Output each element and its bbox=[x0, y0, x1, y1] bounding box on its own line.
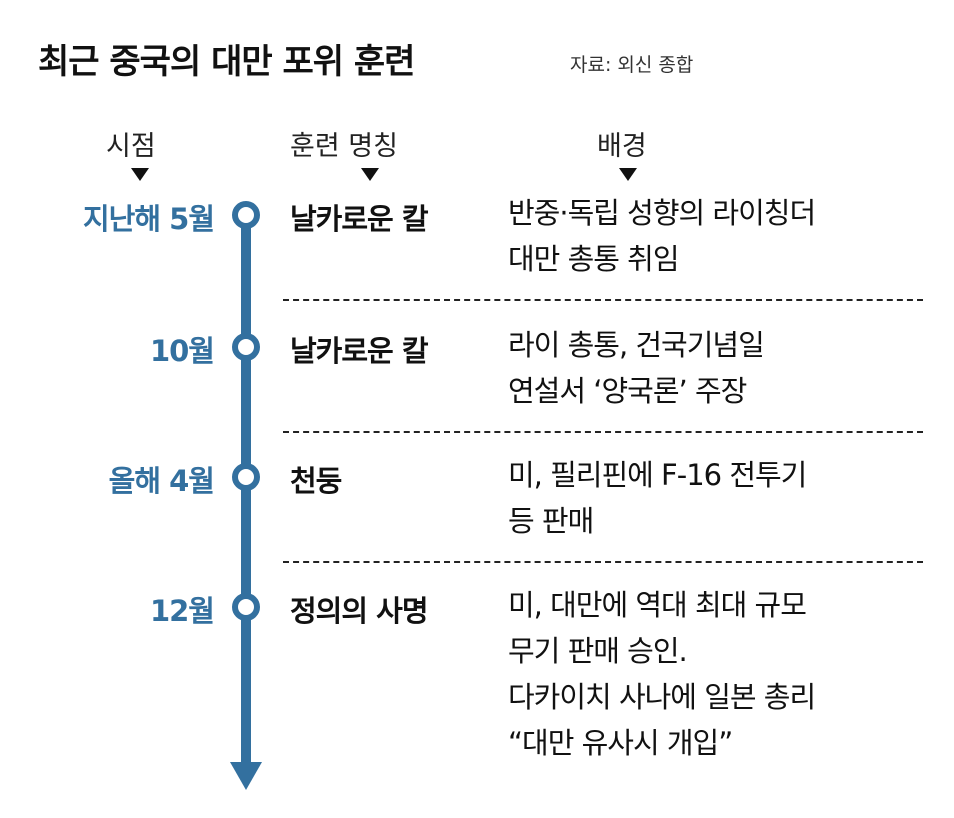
timeline-dot bbox=[232, 333, 260, 361]
desc-line: 연설서 ‘양국론’ 주장 bbox=[508, 374, 747, 408]
event-date: 10월 bbox=[149, 334, 215, 368]
desc-line: 등 판매 bbox=[508, 504, 594, 538]
header-background: 배경 bbox=[597, 131, 647, 162]
header-name: 훈련 명칭 bbox=[290, 131, 398, 162]
down-arrow-icon bbox=[361, 168, 379, 181]
desc-line: 대만 총통 취임 bbox=[508, 242, 680, 276]
event-date: 지난해 5월 bbox=[83, 202, 215, 236]
event-background: 라이 총통, 건국기념일 연설서 ‘양국론’ 주장 bbox=[508, 322, 765, 414]
source-note: 자료: 외신 종합 bbox=[570, 54, 694, 76]
event-background: 미, 대만에 역대 최대 규모 무기 판매 승인. 다카이치 사나에 일본 총리… bbox=[508, 582, 816, 766]
timeline-dot bbox=[232, 201, 260, 229]
desc-line: 미, 필리핀에 F-16 전투기 bbox=[508, 458, 807, 492]
header-date: 시점 bbox=[106, 131, 156, 162]
desc-line: “대만 유사시 개입” bbox=[508, 726, 733, 760]
event-date: 올해 4월 bbox=[108, 464, 215, 498]
event-background: 미, 필리핀에 F-16 전투기 등 판매 bbox=[508, 452, 807, 544]
desc-line: 미, 대만에 역대 최대 규모 bbox=[508, 588, 807, 622]
desc-line: 라이 총통, 건국기념일 bbox=[508, 328, 765, 362]
timeline-arrow-icon bbox=[230, 762, 262, 790]
event-name: 천둥 bbox=[290, 464, 342, 498]
down-arrow-icon bbox=[619, 168, 637, 181]
divider bbox=[283, 561, 923, 563]
divider bbox=[283, 431, 923, 433]
timeline-line bbox=[241, 215, 251, 770]
event-name: 날카로운 칼 bbox=[290, 334, 428, 368]
divider bbox=[283, 299, 923, 301]
timeline-dot bbox=[232, 593, 260, 621]
event-background: 반중·독립 성향의 라이칭더 대만 총통 취임 bbox=[508, 190, 816, 282]
event-name: 날카로운 칼 bbox=[290, 202, 428, 236]
desc-line: 무기 판매 승인. bbox=[508, 634, 688, 668]
event-name: 정의의 사명 bbox=[290, 594, 428, 628]
timeline-dot bbox=[232, 463, 260, 491]
desc-line: 반중·독립 성향의 라이칭더 bbox=[508, 196, 816, 230]
down-arrow-icon bbox=[131, 168, 149, 181]
desc-line: 다카이치 사나에 일본 총리 bbox=[508, 680, 816, 714]
event-date: 12월 bbox=[149, 594, 215, 628]
title: 최근 중국의 대만 포위 훈련 bbox=[38, 42, 415, 82]
